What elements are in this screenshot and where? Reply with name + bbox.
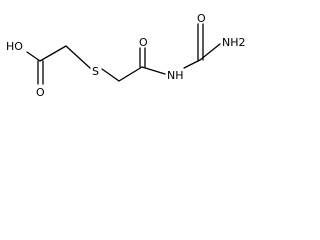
bond-acid-carbon-methylene xyxy=(39,45,67,62)
bond-hydroxyl-acid-carbon xyxy=(26,51,41,62)
bond-nitrogen-urea-carbon xyxy=(183,59,201,69)
label-amide-carbonyl-oxygen: O xyxy=(139,36,148,49)
label-amine: NH2 xyxy=(222,36,246,49)
label-imide-nitrogen: NH xyxy=(167,69,184,82)
bond-methylene-sulfur xyxy=(65,45,91,69)
label-sulfur: S xyxy=(92,65,99,78)
bond-amide-carbon-nitrogen xyxy=(141,66,166,75)
atom-label-layer: HO O S O NH O NH2 xyxy=(6,12,246,99)
bond-sulfur-methylene xyxy=(101,68,120,82)
chemical-structure-diagram: HO O S O NH O NH2 xyxy=(6,12,246,99)
bond-layer xyxy=(26,23,221,85)
bond-urea-carbon-amine xyxy=(199,43,221,61)
label-urea-carbonyl-oxygen: O xyxy=(197,12,206,25)
label-acid-carbonyl-oxygen: O xyxy=(36,86,45,99)
bond-methylene-amide-carbon xyxy=(118,66,143,82)
label-hydroxyl: HO xyxy=(6,40,23,53)
